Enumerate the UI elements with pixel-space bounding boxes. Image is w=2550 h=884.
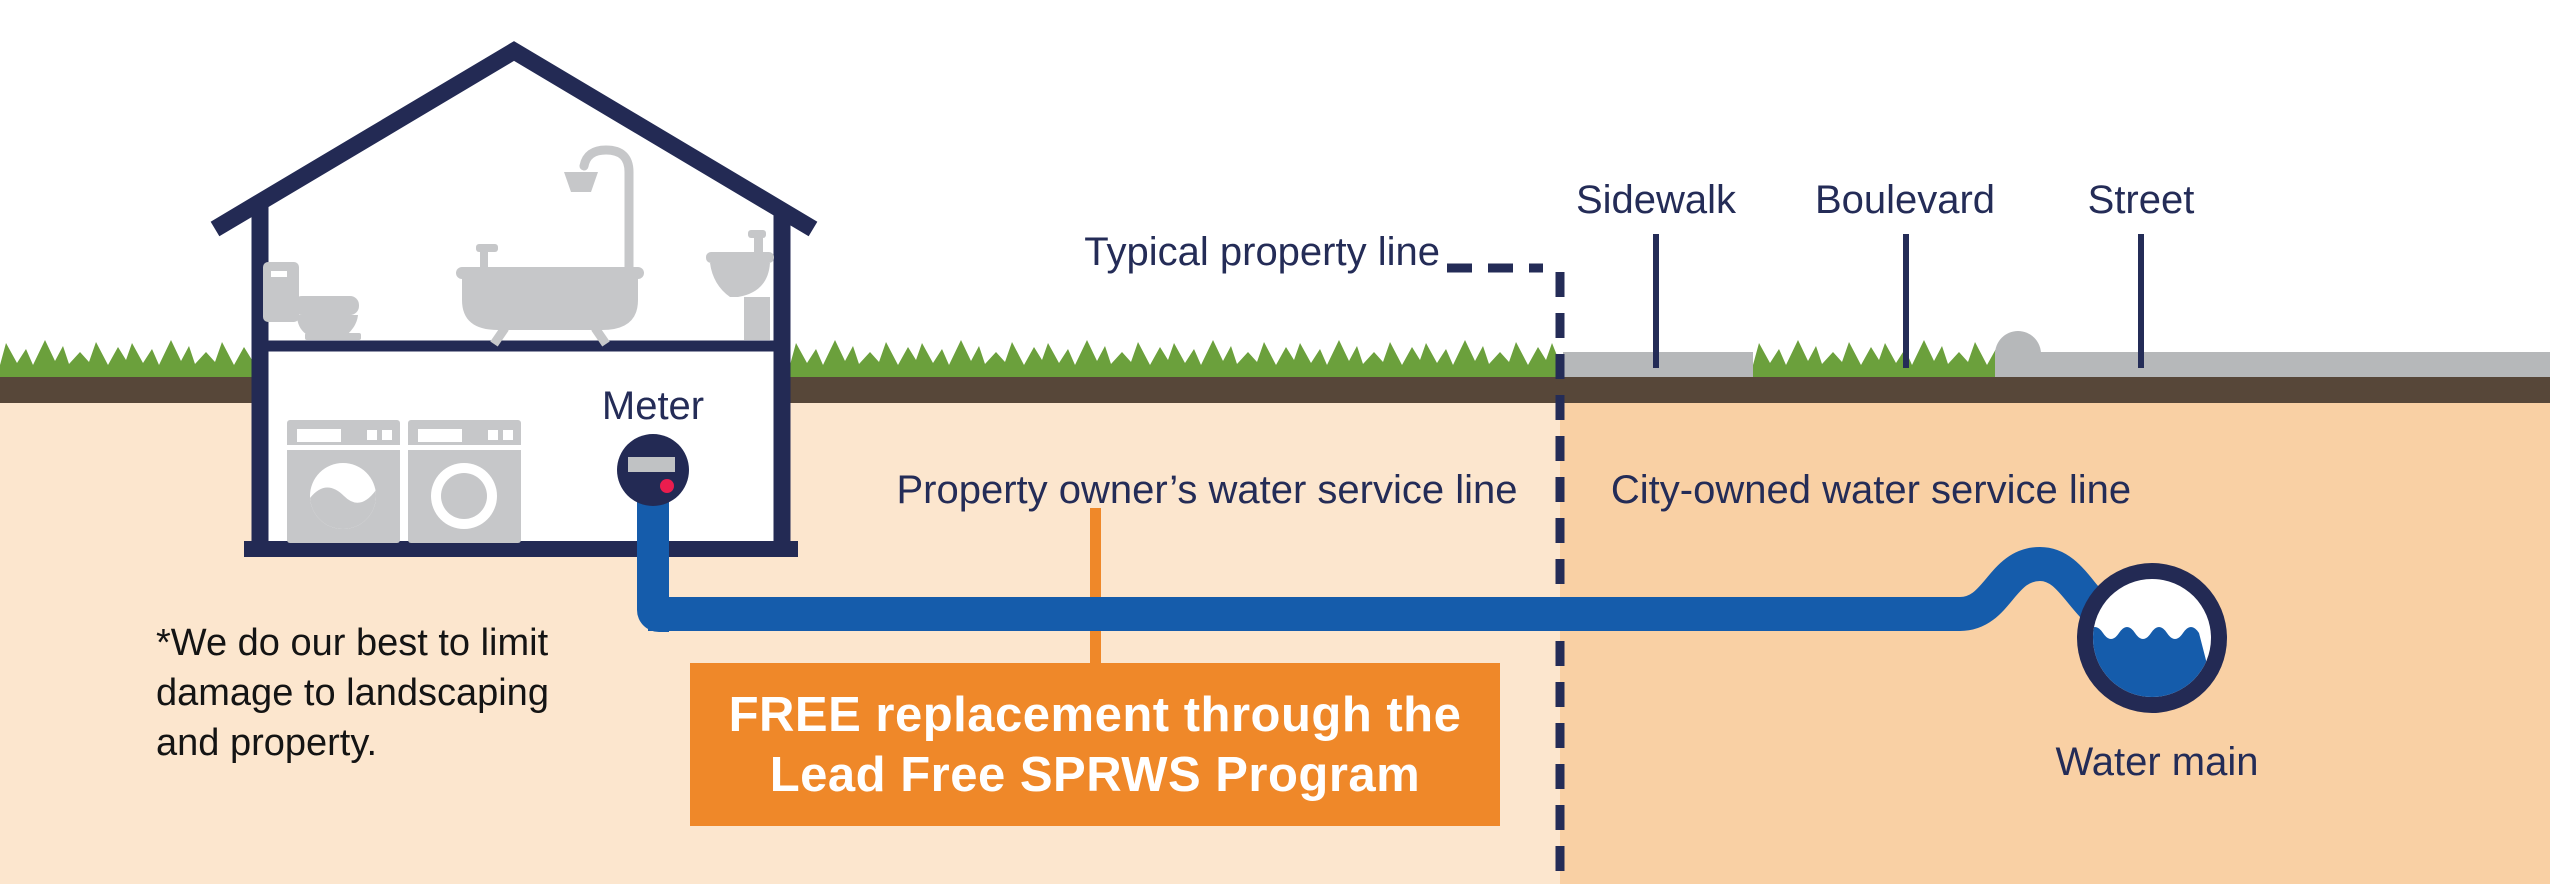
grass-strip-left: [0, 339, 253, 377]
meter-screen: [628, 457, 675, 472]
grass-strip-yard: [790, 339, 1560, 377]
grass-strip-boulevard: [1753, 339, 1997, 377]
footnote-line2: damage to landscaping: [156, 672, 549, 714]
meter-label: Meter: [601, 384, 705, 428]
typical-property-line-label: Typical property line: [1084, 230, 1440, 274]
free-replacement-callout: FREE replacement through the Lead Free S…: [690, 663, 1500, 826]
curb-icon: [1995, 331, 2041, 377]
toilet-icon: [263, 262, 361, 340]
boulevard-pointer-line: [1903, 234, 1909, 368]
landscaping-footnote: *We do our best to limit damage to lands…: [156, 618, 549, 768]
sink-icon: [706, 230, 774, 340]
property-owner-service-line-label: Property owner’s water service line: [896, 468, 1518, 512]
city-owned-service-line-label: City-owned water service line: [1610, 468, 2132, 512]
meter-icon: [617, 434, 689, 506]
street-pavement: [2038, 352, 2550, 377]
boulevard-label: Boulevard: [1814, 178, 1996, 222]
sidewalk-pointer-line: [1653, 234, 1659, 368]
callout-line2: Lead Free SPRWS Program: [769, 747, 1421, 802]
street-pointer-line: [2138, 234, 2144, 368]
callout-connector-line: [1090, 508, 1101, 668]
meter-indicator-dot: [660, 479, 674, 493]
sidewalk-label: Sidewalk: [1575, 178, 1737, 222]
roof-outline: [210, 41, 818, 237]
service-pipe-horizontal: [648, 597, 1946, 631]
callout-line1: FREE replacement through the: [728, 687, 1462, 742]
dryer-icon: [408, 420, 521, 543]
bathtub-icon: [456, 145, 644, 347]
washer-icon: [287, 420, 400, 543]
water-main-icon: [2077, 563, 2227, 713]
water-main-label: Water main: [2055, 740, 2259, 784]
street-label: Street: [2087, 178, 2195, 222]
footnote-line1: *We do our best to limit: [156, 622, 549, 664]
footnote-line3: and property.: [156, 722, 378, 764]
shower-icon: [579, 145, 634, 273]
house-icon: [210, 41, 818, 557]
